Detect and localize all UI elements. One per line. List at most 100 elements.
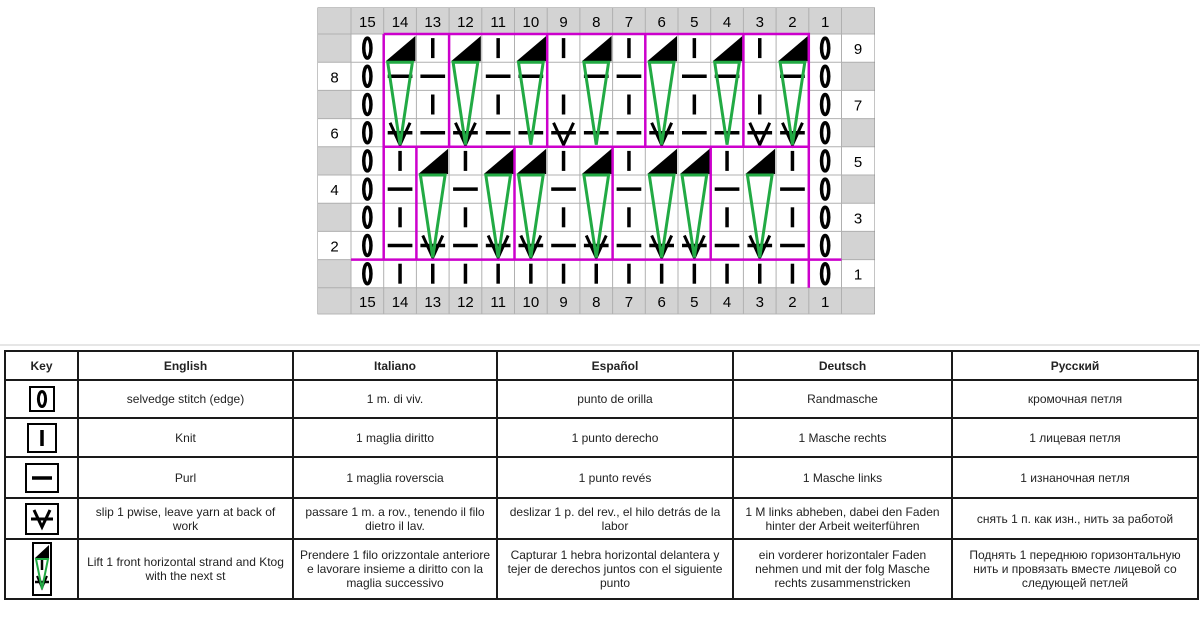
key-ru: 1 лицевая петля (951, 417, 1199, 458)
column-number-bottom: 15 (359, 294, 376, 311)
strand-arrow-icon (647, 173, 676, 258)
strand-arrow-icon (385, 60, 415, 145)
lift-strand-icon (581, 36, 612, 62)
key-de: 1 Masche rechts (732, 417, 953, 458)
column-number-bottom: 3 (756, 294, 764, 311)
key-es: 1 punto derecho (496, 417, 734, 458)
selvedge-icon (819, 261, 831, 286)
selvedge-icon (362, 92, 373, 117)
lift-strand-icon (451, 36, 481, 62)
key-en: Purl (77, 456, 294, 499)
slip-icon (748, 122, 772, 149)
column-number-bottom: 9 (559, 294, 567, 311)
key-de: ein vorderer horizontaler Faden nehmen u… (732, 538, 953, 600)
row-number-right: 7 (854, 98, 862, 115)
strand-arrow-icon (418, 173, 447, 258)
column-number-top: 8 (592, 14, 600, 31)
key-row-slip: slip 1 pwise, leave yarn at back of work… (4, 497, 1199, 540)
header-russian: Русский (951, 350, 1199, 381)
column-number-top: 4 (723, 14, 731, 31)
strand-arrow-icon (451, 60, 480, 145)
column-number-top: 5 (690, 14, 698, 31)
column-number-bottom: 2 (788, 294, 796, 311)
key-de: 1 M links abheben, dabei den Faden hinte… (732, 497, 953, 540)
column-number-bottom: 8 (592, 294, 600, 311)
lift-strand-icon (385, 36, 416, 62)
column-number-top: 10 (523, 14, 540, 31)
lift-strand-icon (647, 148, 677, 174)
key-symbol-cell (4, 417, 79, 458)
selvedge-icon (362, 177, 373, 201)
column-number-bottom: 12 (457, 294, 474, 311)
purl-icon (24, 462, 59, 493)
row-number-left: 6 (330, 126, 338, 143)
lift-strand-icon (516, 148, 547, 174)
selvedge-icon (362, 36, 373, 60)
strand-arrow-icon (516, 60, 545, 145)
pattern-outline (383, 32, 811, 288)
strand-arrow-icon (647, 60, 676, 145)
separator (0, 344, 1200, 346)
key-row-knit: Knit 1 maglia diritto 1 punto derecho 1 … (4, 417, 1199, 458)
symbol-key: Key English Italiano Español Deutsch Рус… (4, 350, 1199, 600)
strand-arrow-icon (778, 60, 807, 145)
selvedge-icon (819, 177, 831, 201)
key-es: punto de orilla (496, 379, 734, 419)
key-header-row: Key English Italiano Español Deutsch Рус… (4, 350, 1199, 381)
right-label-cell (841, 146, 875, 175)
column-number-top: 7 (625, 14, 633, 31)
selvedge-icon (362, 64, 373, 89)
strand-arrow-icon (484, 173, 513, 258)
column-number-top: 13 (424, 14, 441, 31)
strand-arrow-icon (712, 60, 742, 145)
column-number-top: 12 (457, 14, 474, 31)
knit-icon (26, 422, 57, 453)
column-number-bottom: 10 (523, 294, 540, 311)
key-en: slip 1 pwise, leave yarn at back of work (77, 497, 294, 540)
key-table: Key English Italiano Español Deutsch Рус… (4, 350, 1199, 600)
lift-strand-icon (647, 36, 677, 62)
row-number-right: 5 (854, 154, 862, 171)
selvedge-icon (819, 205, 831, 230)
column-number-top: 3 (756, 14, 764, 31)
key-it: 1 m. di viv. (292, 379, 498, 419)
strand-arrow-icon (516, 173, 545, 258)
lift-strand-icon (581, 148, 612, 174)
column-number-bottom: 4 (723, 294, 731, 311)
key-en: selvedge stitch (edge) (77, 379, 294, 419)
row-number-left: 8 (330, 69, 338, 86)
column-number-top: 11 (490, 14, 506, 31)
key-it: Prendere 1 filo orizzontale anteriore e … (292, 538, 498, 600)
key-en: Lift 1 front horizontal strand and Ktog … (77, 538, 294, 600)
lift-strand-icon (31, 542, 52, 596)
selvedge-icon (819, 64, 831, 89)
column-number-top: 9 (559, 14, 567, 31)
left-label-cell (318, 118, 351, 147)
knitting-chart: 1515141413131212111110109988776655443322… (317, 7, 875, 315)
top-header-band (318, 8, 875, 34)
column-number-top: 1 (821, 14, 829, 31)
selvedge-icon (819, 36, 831, 60)
strand-arrow-icon (680, 173, 709, 258)
key-it: passare 1 m. a rov., tenendo il filo die… (292, 497, 498, 540)
selvedge-icon (819, 233, 831, 258)
right-label-cell (841, 259, 875, 288)
key-es: Capturar 1 hebra horizontal delantera y … (496, 538, 734, 600)
strand-arrow-icon (582, 173, 611, 258)
bottom-header-band (318, 287, 875, 314)
column-number-top: 15 (359, 14, 376, 31)
left-label-cell (318, 62, 351, 91)
key-ru: Поднять 1 переднюю горизонтальную нить и… (951, 538, 1199, 600)
header-key: Key (4, 350, 79, 381)
lift-strand-icon (516, 36, 547, 62)
left-label-cell (318, 175, 351, 204)
key-it: 1 maglia roverscia (292, 456, 498, 499)
row-number-right: 9 (854, 41, 862, 58)
key-it: 1 maglia diritto (292, 417, 498, 458)
lift-strand-icon (745, 148, 776, 174)
key-de: 1 Masche links (732, 456, 953, 499)
selvedge-icon (362, 233, 373, 258)
column-number-bottom: 13 (424, 294, 441, 311)
header-italiano: Italiano (292, 350, 498, 381)
right-label-cell (841, 90, 875, 119)
